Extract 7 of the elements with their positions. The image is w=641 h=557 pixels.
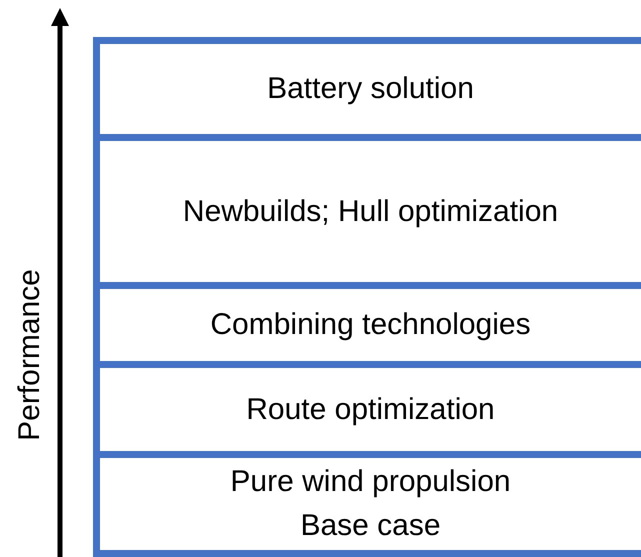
band-label: Pure wind propulsion <box>230 464 511 500</box>
axis-label: Performance <box>12 269 47 441</box>
band-label: Combining technologies <box>210 307 531 343</box>
band-label: Route optimization <box>246 392 495 428</box>
band-label: Battery solution <box>267 71 474 107</box>
band-label: Base case <box>300 508 441 544</box>
band-label: Newbuilds; Hull optimization <box>182 194 558 230</box>
